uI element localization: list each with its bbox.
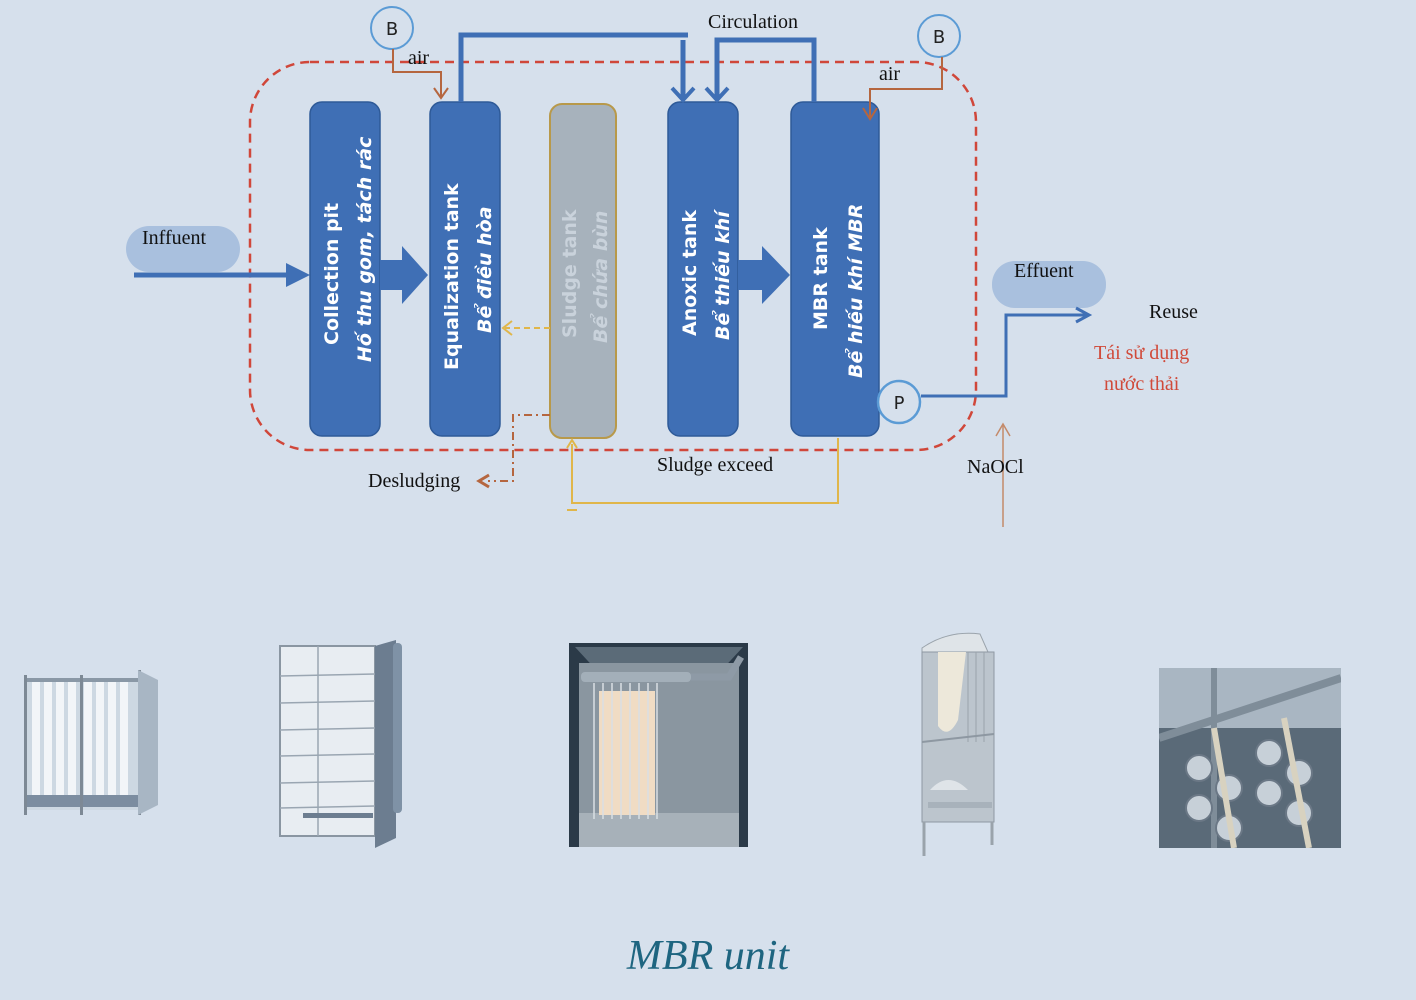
influent-bubble bbox=[126, 226, 240, 272]
blower-1[interactable]: B bbox=[370, 6, 414, 50]
blower-2[interactable]: B bbox=[917, 14, 961, 58]
caption: MBR unit bbox=[626, 933, 790, 979]
svg-text:MBR tank: MBR tank bbox=[810, 227, 832, 330]
svg-text:Anoxic tank: Anoxic tank bbox=[679, 210, 701, 336]
svg-text:Bể chứa bùn: Bể chứa bùn bbox=[589, 211, 612, 343]
membrane-cassette-cutaway-photo bbox=[921, 632, 995, 856]
svg-text:B: B bbox=[933, 27, 945, 48]
svg-text:Bể thiếu khí: Bể thiếu khí bbox=[711, 209, 734, 340]
svg-text:B: B bbox=[386, 19, 398, 40]
hollow-fiber-module-photo bbox=[24, 670, 158, 815]
reuse-label: Reuse bbox=[1149, 301, 1198, 323]
effluent-bubble bbox=[992, 261, 1106, 308]
naocl-arrow-icon bbox=[995, 422, 1011, 437]
influent-arrow-icon bbox=[286, 263, 310, 287]
effluent-pipe bbox=[921, 313, 1086, 398]
naocl-label: NaOCl bbox=[967, 456, 1024, 478]
blower-2-air-label: air bbox=[879, 63, 900, 85]
svg-text:Collection pit: Collection pit bbox=[321, 203, 343, 345]
svg-text:Bể điều hòa: Bể điều hòa bbox=[473, 206, 496, 333]
svg-text:Equalization tank: Equalization tank bbox=[441, 183, 463, 370]
air-line-1 bbox=[392, 49, 442, 98]
sludge-return-arrow-icon bbox=[501, 320, 513, 336]
flat-sheet-module-photo bbox=[279, 640, 402, 848]
circulation-arrow-icon bbox=[704, 86, 730, 103]
svg-text:Bể hiếu khí MBR: Bể hiếu khí MBR bbox=[844, 204, 867, 378]
svg-text:Hố thu gom, tách rác: Hố thu gom, tách rác bbox=[353, 136, 376, 362]
sludge-exceed-line bbox=[571, 438, 839, 504]
tank-sludge[interactable]: Sludge tank Bể chứa bùn bbox=[549, 103, 617, 439]
desludging-arrow-icon bbox=[476, 473, 490, 489]
pump[interactable]: P bbox=[876, 379, 922, 425]
sludge-exceed-arrow-icon bbox=[566, 438, 578, 449]
tank-equalization[interactable]: Equalization tank Bể điều hòa bbox=[429, 101, 501, 437]
tank-mbr[interactable]: MBR tank Bể hiếu khí MBR bbox=[790, 101, 880, 437]
tank-collection-pit[interactable]: Collection pit Hố thu gom, tách rác bbox=[309, 101, 381, 437]
flow-arrow-1-icon bbox=[380, 246, 428, 304]
system-boundary bbox=[248, 60, 978, 452]
reuse-vi-line1: Tái sử dụng bbox=[1094, 342, 1189, 364]
installed-membrane-tank-photo bbox=[569, 643, 748, 847]
desludging-label: Desludging bbox=[368, 470, 460, 492]
svg-text:Sludge tank: Sludge tank bbox=[559, 209, 581, 338]
blower-1-air-label: air bbox=[408, 47, 429, 69]
air-line-2 bbox=[869, 57, 943, 118]
influent-label: Inffuent bbox=[142, 227, 206, 249]
effluent-label: Effuent bbox=[1014, 260, 1074, 282]
circulation-label: Circulation bbox=[708, 11, 798, 33]
circulation-pipe bbox=[714, 37, 817, 102]
desludging-line bbox=[488, 414, 550, 482]
transfer-pipe bbox=[458, 32, 688, 102]
svg-text:P: P bbox=[894, 393, 905, 414]
sludge-exceed-label: Sludge exceed bbox=[657, 454, 773, 476]
flow-arrow-2-icon bbox=[738, 246, 790, 304]
membrane-pipework-photo bbox=[1159, 668, 1341, 848]
air-arrow-2-icon bbox=[862, 107, 878, 121]
tank-anoxic[interactable]: Anoxic tank Bể thiếu khí bbox=[667, 101, 739, 437]
process-flow-diagram: Inffuent Collection pit Hố thu gom, tách… bbox=[126, 6, 1198, 527]
effluent-arrow-icon bbox=[1075, 306, 1093, 324]
transfer-arrow-icon bbox=[670, 86, 696, 103]
reuse-vi-line2: nước thải bbox=[1104, 373, 1180, 395]
air-arrow-1-icon bbox=[433, 87, 449, 100]
